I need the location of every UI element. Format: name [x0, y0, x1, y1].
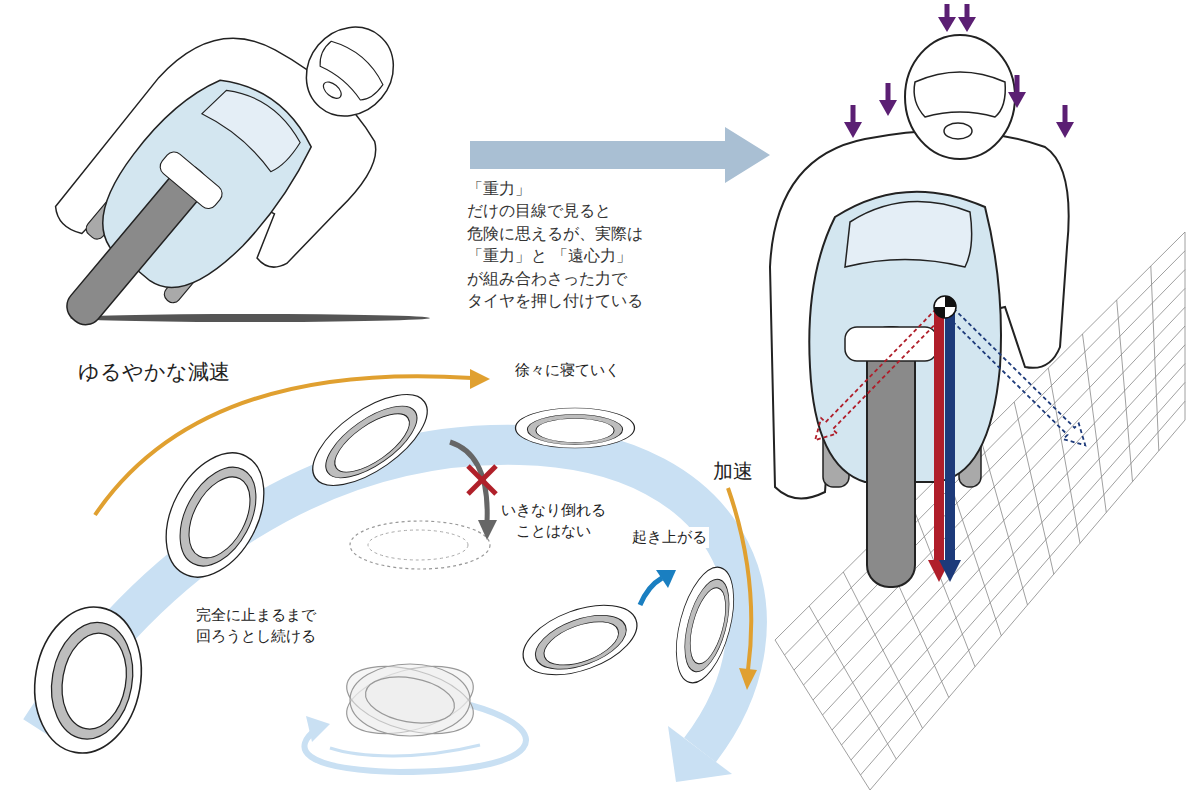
annotation-label: いきなり倒れる ことはない — [499, 500, 608, 542]
annotation-label: 「重力」だけの目線で見ると 危険に思えるが、実際は「重力」と 「遠心力」が組み合… — [467, 178, 643, 312]
annotation-label: ゆるやかな減速 — [78, 358, 230, 387]
annotation-label: 起き上がる — [630, 527, 709, 548]
annotation-label: 徐々に寝ていく — [515, 360, 620, 381]
annotation-label: 完全に止まるまで 回ろうとし続ける — [196, 605, 316, 647]
annotation-label: 加速 — [713, 457, 753, 485]
